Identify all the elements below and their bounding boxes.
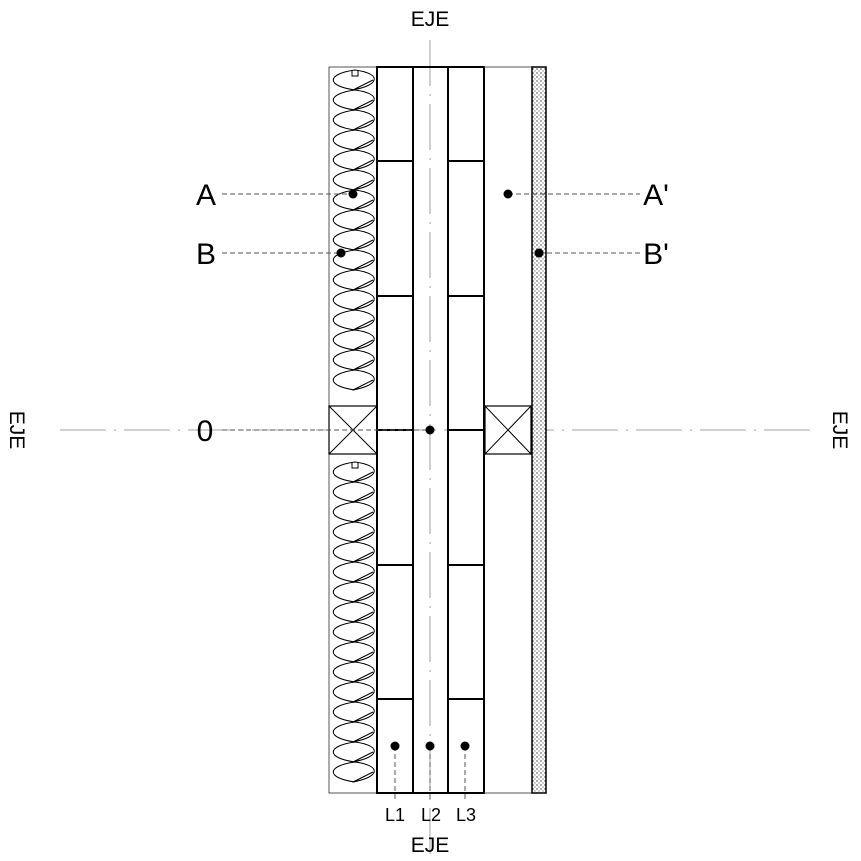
axis-label-right: EJE bbox=[828, 411, 851, 450]
axis-label-left: EJE bbox=[5, 411, 28, 450]
insulation-batting-bottom bbox=[333, 461, 375, 783]
insulation-loop bbox=[333, 169, 375, 191]
insulation-loop bbox=[333, 561, 375, 583]
point-l3 bbox=[460, 741, 470, 751]
insulation-loop bbox=[333, 189, 375, 211]
insulation-loop bbox=[333, 541, 375, 563]
insulation-loop bbox=[333, 109, 375, 131]
insulation-tongue bbox=[351, 70, 359, 77]
insulation-loop bbox=[333, 209, 375, 231]
label-l2: L2 bbox=[421, 805, 441, 825]
axis-label-bottom: EJE bbox=[411, 834, 450, 857]
leader-lines bbox=[222, 193, 640, 800]
insulation-loop bbox=[333, 249, 375, 271]
point-a bbox=[348, 189, 358, 199]
insulation-loop bbox=[333, 641, 375, 663]
axis-lines bbox=[60, 40, 810, 860]
insulation-loop bbox=[333, 69, 375, 91]
insulation-loop bbox=[333, 329, 375, 351]
insulation-loop bbox=[333, 721, 375, 743]
measurement-points bbox=[336, 189, 544, 751]
stud-cross-right-2 bbox=[484, 405, 532, 455]
label-a: A bbox=[196, 179, 216, 212]
point-origin bbox=[425, 425, 435, 435]
insulation-loop bbox=[333, 521, 375, 543]
label-l3: L3 bbox=[456, 805, 476, 825]
insulation-loop bbox=[333, 501, 375, 523]
insulation-loop bbox=[333, 621, 375, 643]
insulation-loop bbox=[333, 229, 375, 251]
insulation-loop bbox=[333, 761, 375, 783]
insulation-loop bbox=[333, 481, 375, 503]
plaster-finish-layer bbox=[531, 66, 547, 794]
insulation-tongue bbox=[351, 462, 359, 469]
insulation-loop bbox=[333, 681, 375, 703]
label-a-prime: A' bbox=[643, 179, 669, 212]
insulation-loop bbox=[333, 701, 375, 723]
label-b: B bbox=[196, 238, 216, 271]
insulation-loop bbox=[333, 661, 375, 683]
point-l1 bbox=[390, 741, 400, 751]
insulation-loop bbox=[333, 89, 375, 111]
point-b-prime bbox=[534, 248, 544, 258]
label-b-prime: B' bbox=[643, 238, 669, 271]
insulation-loop bbox=[333, 149, 375, 171]
insulation-loop bbox=[333, 741, 375, 763]
label-l1: L1 bbox=[385, 805, 405, 825]
insulation-loop bbox=[333, 309, 375, 331]
insulation-loop bbox=[333, 349, 375, 371]
point-l2 bbox=[425, 741, 435, 751]
label-origin: 0 bbox=[197, 415, 214, 448]
point-a-prime bbox=[503, 189, 513, 199]
insulation-loop bbox=[333, 601, 375, 623]
insulation-loop bbox=[333, 581, 375, 603]
insulation-loop bbox=[333, 289, 375, 311]
air-cavity bbox=[484, 66, 532, 794]
insulation-loop bbox=[333, 461, 375, 483]
axis-label-top: EJE bbox=[411, 8, 450, 31]
insulation-batting-top bbox=[333, 69, 375, 391]
insulation-loop bbox=[333, 369, 375, 391]
point-b bbox=[336, 248, 346, 258]
insulation-loop bbox=[333, 269, 375, 291]
insulation-loop bbox=[333, 129, 375, 151]
